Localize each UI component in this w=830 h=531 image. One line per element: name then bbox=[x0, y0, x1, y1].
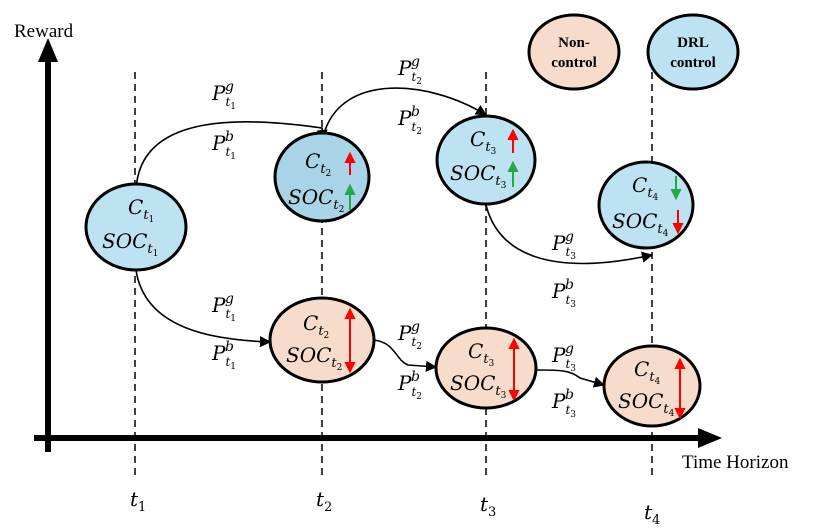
node-non-t3-ellipse bbox=[434, 326, 538, 410]
node-non-t2-ellipse bbox=[268, 296, 376, 384]
lower-t3-pg-label: Pt3g bbox=[551, 341, 576, 374]
edge-t1-to-non-t2 bbox=[135, 269, 272, 348]
node-drl-t4-soc-down-arrow bbox=[672, 210, 684, 235]
node-drl-t3-soc-up-arrow bbox=[507, 160, 519, 187]
upper-t2-pb-label: Pt2b bbox=[397, 104, 422, 137]
node-non-t2: Ct2 SOCt2 bbox=[268, 296, 376, 384]
y-axis-arrowhead bbox=[38, 38, 58, 62]
legend: Non- control DRL control bbox=[527, 13, 740, 91]
node-non-t3: Ct3 SOCt3 bbox=[434, 326, 538, 410]
y-axis-label: Reward bbox=[14, 21, 74, 42]
node-non-t3-updown-arrow bbox=[508, 337, 520, 402]
upper-t1-pb-label: Pt1b bbox=[211, 129, 236, 162]
legend-drl-ellipse bbox=[646, 13, 740, 91]
node-drl-t3-c-label: Ct3 bbox=[470, 127, 497, 157]
edge-drl-t2-to-drl-t3 bbox=[321, 87, 487, 143]
edge-drl-t3-to-drl-t4 bbox=[485, 204, 654, 265]
node-drl-t4-c-down-arrow bbox=[670, 176, 682, 201]
node-drl-t2: Ct2 SOCt2 bbox=[273, 131, 371, 223]
legend-noncontrol: Non- control bbox=[527, 13, 621, 91]
edge-non-t2-to-non-t3 bbox=[369, 339, 438, 372]
lower-t1-pb-label: Pt1b bbox=[211, 339, 236, 372]
node-drl-t4-ellipse bbox=[597, 160, 695, 250]
legend-drl-line1: DRL bbox=[677, 35, 709, 51]
lower-t1-pg-label: Pt1g bbox=[211, 291, 236, 324]
x-axis-arrowhead bbox=[698, 428, 722, 448]
edge-t1-to-drl-t2 bbox=[135, 121, 328, 191]
tick-label-t1: t1 bbox=[130, 487, 146, 515]
transition-edges bbox=[135, 87, 654, 388]
node-t1-c-label: Ct1 bbox=[128, 195, 154, 225]
node-t1: Ct1 SOCt1 bbox=[84, 182, 188, 272]
tick-label-t4: t4 bbox=[644, 500, 660, 528]
node-non-t4-ellipse bbox=[602, 344, 702, 428]
legend-noncontrol-line1: Non- bbox=[558, 35, 590, 51]
node-drl-t4-c-label: Ct4 bbox=[632, 173, 659, 203]
x-axis-label: Time Horizon bbox=[682, 452, 789, 473]
node-non-t3-c-label: Ct3 bbox=[468, 339, 495, 369]
node-drl-t2-c-label: Ct2 bbox=[305, 149, 331, 179]
node-drl-t3-soc-label: SOCt3 bbox=[450, 161, 507, 191]
lower-t2-pg-label: Pt2g bbox=[397, 319, 422, 352]
node-drl-t2-soc-label: SOCt2 bbox=[288, 185, 344, 215]
edge-labels: Pt1g Pt1b Pt2g Pt2b Pt3g Pt3b Pt1g Pt1b … bbox=[211, 54, 576, 420]
node-drl-t3: Ct3 SOCt3 bbox=[435, 114, 537, 206]
node-non-t2-c-label: Ct2 bbox=[303, 311, 329, 341]
node-drl-t4: Ct4 SOCt4 bbox=[597, 160, 695, 250]
state-nodes: Ct1 SOCt1 Ct2 SOCt2 Ct3 SOCt3 Ct4 SOCt4 bbox=[84, 114, 702, 428]
upper-t3-pg-label: Pt3g bbox=[551, 229, 576, 262]
axes: Reward Time Horizon bbox=[14, 21, 789, 473]
node-non-t4-c-label: Ct4 bbox=[634, 357, 661, 387]
node-non-t4-updown-arrow bbox=[674, 357, 686, 420]
upper-t2-pg-label: Pt2g bbox=[397, 54, 422, 87]
node-non-t2-updown-arrow bbox=[344, 307, 356, 374]
node-drl-t2-c-up-arrow bbox=[344, 151, 356, 175]
node-t1-ellipse bbox=[84, 182, 188, 272]
legend-drl-line2: control bbox=[670, 55, 716, 71]
node-drl-t3-c-up-arrow bbox=[507, 128, 519, 153]
time-tick-labels: t1 t2 t3 t4 bbox=[130, 487, 660, 528]
node-non-t4-soc-label: SOCt4 bbox=[618, 389, 675, 419]
node-t1-soc-label: SOCt1 bbox=[102, 229, 158, 259]
node-drl-t4-soc-label: SOCt4 bbox=[612, 209, 669, 239]
node-non-t2-soc-label: SOCt2 bbox=[286, 343, 342, 373]
tick-label-t2: t2 bbox=[316, 487, 332, 515]
upper-t3-pb-label: Pt3b bbox=[551, 277, 576, 310]
legend-noncontrol-line2: control bbox=[551, 55, 597, 71]
node-drl-t2-ellipse bbox=[273, 131, 371, 223]
node-non-t4: Ct4 SOCt4 bbox=[602, 344, 702, 428]
lower-t3-pb-label: Pt3b bbox=[551, 387, 576, 420]
tick-label-t3: t3 bbox=[480, 492, 496, 520]
lower-t2-pb-label: Pt2b bbox=[397, 369, 422, 402]
node-drl-t2-soc-up-arrow bbox=[344, 183, 356, 210]
node-drl-t3-ellipse bbox=[435, 114, 537, 206]
legend-drl: DRL control bbox=[646, 13, 740, 91]
legend-noncontrol-ellipse bbox=[527, 13, 621, 91]
upper-t1-pg-label: Pt1g bbox=[211, 79, 236, 112]
edge-non-t3-to-non-t4 bbox=[535, 369, 606, 388]
node-non-t3-soc-label: SOCt3 bbox=[450, 371, 507, 401]
